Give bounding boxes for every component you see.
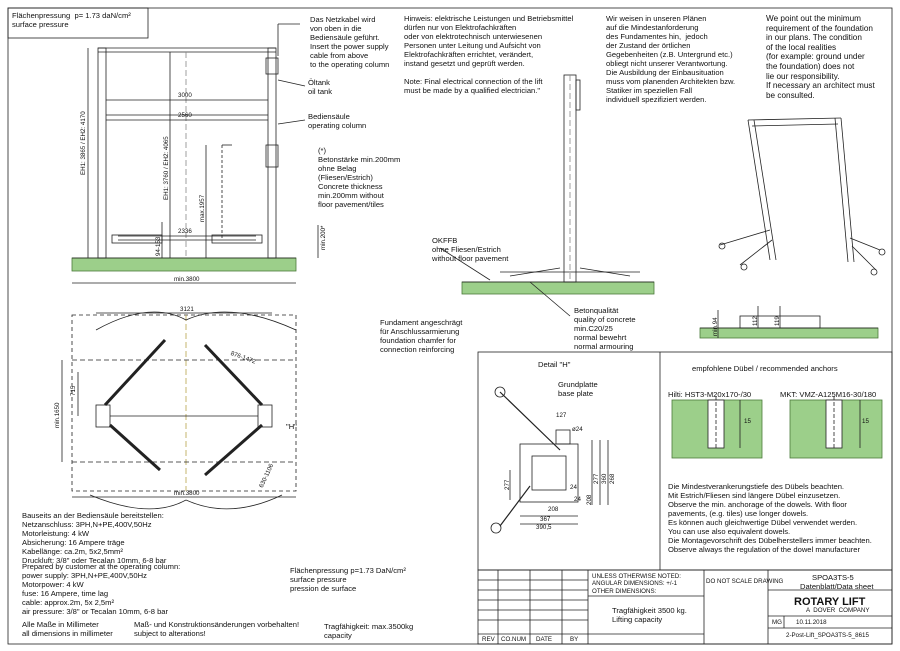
dim-208a: 208 [548, 506, 559, 513]
scale-note: DO NOT SCALE DRAWING [706, 578, 784, 585]
dim-119: 119 [774, 316, 781, 326]
dim-15b: 15 [862, 418, 869, 425]
date-header: DATE [536, 636, 553, 643]
dim-min3800-plan: min.3800 [174, 490, 200, 497]
document-number: 2-Post-Lift_SPOA3TS-5_8615 [786, 632, 869, 639]
dim-390-5: 390,5 [536, 524, 552, 531]
title-block-lines [477, 569, 893, 645]
dim-24b: 24 [574, 496, 581, 503]
dim-2336: 2336 [178, 228, 192, 235]
dim-min94: min.94 [712, 317, 719, 336]
dim-268: 268 [609, 473, 616, 484]
oil-tank-label: Öltank oil tank [308, 78, 333, 96]
anchor-hilti-section [671, 396, 763, 459]
concrete-thickness-note: (*) Betonstärke min.200mm ohne Belag (Fl… [318, 146, 401, 209]
surface-pressure-note: Flächenpressung p=1.73 DaN/cm² surface p… [290, 566, 406, 593]
dim-min1650: min.1650 [54, 402, 61, 428]
dim-min3800-front: min.3800 [174, 276, 200, 283]
front-elevation [71, 47, 319, 284]
dim-min200: min.200* [320, 225, 327, 250]
capacity-note: Tragfähigkeit: max.3500kg capacity [324, 622, 414, 640]
column-base-detail [699, 306, 879, 339]
alterations-note: Maß- und Konstruktionsänderungen vorbeha… [134, 620, 300, 638]
surface-pressure-label: Flächenpressung p= 1.73 daN/cm² surface … [12, 11, 131, 29]
electrical-hint: Hinweis: elektrische Leistungen und Betr… [404, 14, 574, 95]
dim-127: 127 [556, 412, 567, 419]
chamfer-label: Fundament angeschrägt für Anschlussarmie… [380, 318, 463, 354]
anchor-mkt-section [789, 396, 883, 459]
foundation-note-de: Wir weisen in unseren Plänen auf die Min… [606, 14, 736, 104]
power-cable-note: Das Netzkabel wird von oben in die Bedie… [310, 15, 390, 69]
dim-15a: 15 [744, 418, 751, 425]
plan-view [61, 311, 297, 510]
dim-367: 367 [540, 516, 551, 523]
dim-3121: 3121 [180, 306, 194, 313]
dim-94-153: 94-153 [155, 236, 162, 256]
sheet-frame [7, 7, 893, 645]
sheet-type: Datenblatt/Data sheet [800, 582, 874, 591]
dim-max1957: max.1957 [199, 194, 206, 222]
drawing-date: 10.11.2018 [796, 619, 827, 626]
rev-header: REV [482, 636, 495, 643]
dim-3000: 3000 [178, 92, 192, 99]
operating-column-label: Bediensäule operating column [308, 112, 367, 130]
dim-eh1b: EH1: 3760 / EH2: 4065 [163, 136, 170, 200]
company-name: A DOVER COMPANY [806, 607, 870, 614]
customer-requirements-de: Bauseits an der Bediensäule bereitstelle… [22, 511, 167, 565]
tolerances-note: UNLESS OTHERWISE NOTED: ANGULAR DIMENSIO… [592, 573, 681, 595]
by-header: BY [570, 636, 579, 643]
foundation-note-en: We point out the minimum requirement of … [766, 14, 875, 100]
base-plate-label: Grundplatte base plate [558, 380, 598, 398]
dim-24c: 24 [570, 484, 577, 491]
anchor-notes: Die Mindestverankerungstiefe des Dübels … [668, 482, 872, 554]
co-num-header: CO.NUM [501, 636, 527, 643]
dim-277: 277 [504, 479, 511, 490]
anchor-hilti-label: Hilti: HST3-M20x170-/30 [668, 390, 752, 399]
detail-h-view [490, 386, 609, 534]
dimensions-note: Alle Maße in Millimeter all dimensions i… [22, 620, 113, 638]
dim-eh1: EH1: 3865 / EH2: 4170 [80, 111, 87, 175]
side-elevation [439, 74, 655, 317]
concrete-quality-label: Betonqualität quality of concrete min.C2… [574, 306, 636, 351]
brand-name: ROTARY LIFT [794, 596, 866, 608]
detail-h-title: Detail "H" [538, 360, 571, 369]
model-number: SPOA3TS-5 [812, 573, 854, 582]
dim-715: 715 [70, 385, 77, 396]
detail-h-marker: "H" [286, 422, 297, 431]
customer-requirements-en: Prepared by customer at the operating co… [22, 562, 181, 616]
okffb-label: OKFFB ohne Fliesen/Estrich without floor… [432, 236, 509, 263]
lifting-capacity: Tragfähigkeit 3500 kg. Lifting capacity [612, 606, 687, 624]
dim-277b: 277 [593, 473, 600, 484]
dim-2560: 2560 [178, 112, 192, 119]
dim-360: 360 [601, 473, 608, 484]
lift-3d-view [718, 117, 886, 276]
dim-208b: 208 [586, 494, 593, 505]
anchors-title: empfohlene Dübel / recommended anchors [692, 364, 838, 373]
dim-112: 112 [752, 316, 759, 326]
dim-d24: ø24 [572, 426, 583, 433]
drawn-by: MG [772, 619, 782, 626]
anchor-mkt-label: MKT: VMZ-A125M16-30/180 [780, 390, 877, 399]
